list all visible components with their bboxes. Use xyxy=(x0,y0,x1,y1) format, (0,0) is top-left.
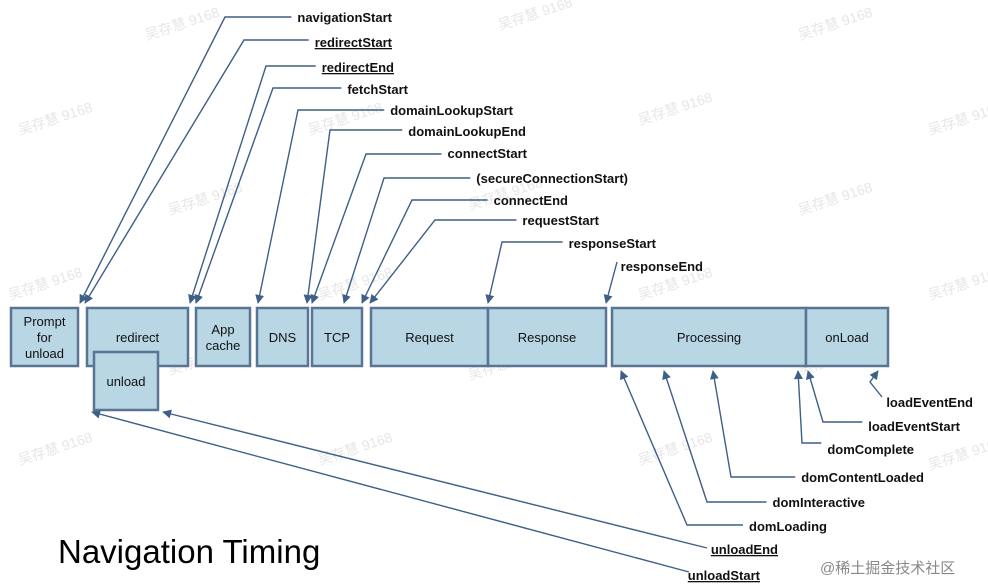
event-label-loadEventStart: loadEventStart xyxy=(868,419,960,434)
event-line-domInteractive xyxy=(662,370,767,503)
watermark-text: 吴存慧 9168 xyxy=(636,89,714,128)
connector-lines xyxy=(79,16,883,573)
event-label-connectStart: connectStart xyxy=(448,146,528,161)
phase-rect-request xyxy=(369,306,490,368)
phase-label-unload: unload xyxy=(106,374,145,389)
event-line-fetchStart xyxy=(194,87,342,304)
phase-rect-app-cache xyxy=(194,306,252,368)
event-label-unloadStart: unloadStart xyxy=(688,568,761,583)
watermark-text: 吴存慧 9168 xyxy=(16,429,94,468)
phase-rect-prompt-for-unload xyxy=(9,306,80,368)
watermark-text: 吴存慧 9168 xyxy=(166,179,244,218)
phase-label-redirect: redirect xyxy=(116,330,160,345)
phase-box-request: Request xyxy=(369,306,490,368)
event-label-requestStart: requestStart xyxy=(522,213,599,228)
event-line-domComplete xyxy=(793,370,822,444)
event-line-redirectStart xyxy=(84,39,309,304)
watermark-text: 吴存慧 9168 xyxy=(796,179,874,218)
watermark-text: 吴存慧 9168 xyxy=(316,429,394,468)
phase-rect-dns xyxy=(255,306,310,368)
event-label-domainLookupEnd: domainLookupEnd xyxy=(408,124,526,139)
phase-box-response: Response xyxy=(486,306,608,368)
event-line-domContentLoaded xyxy=(709,370,796,478)
watermark-text: 吴存慧 9168 xyxy=(306,99,384,138)
event-label-domInteractive: domInteractive xyxy=(773,495,865,510)
phase-box-processing: Processing xyxy=(610,306,808,368)
phase-label-response: Response xyxy=(518,330,577,345)
event-label-redirectStart: redirectStart xyxy=(315,35,393,50)
phase-label-app-cache: App xyxy=(211,322,234,337)
phase-label-dns: DNS xyxy=(269,330,297,345)
phase-rect-response xyxy=(486,306,608,368)
watermark-text: 吴存慧 9168 xyxy=(926,264,988,303)
phase-box-tcp: TCP xyxy=(310,306,364,368)
event-label-domContentLoaded: domContentLoaded xyxy=(801,470,924,485)
event-label-domainLookupStart: domainLookupStart xyxy=(390,103,513,118)
event-label-responseStart: responseStart xyxy=(569,236,657,251)
event-line-loadEventStart xyxy=(805,370,863,423)
watermark-text: 吴存慧 9168 xyxy=(16,99,94,138)
watermark-text: 吴存慧 9168 xyxy=(796,4,874,43)
watermark-text: 吴存慧 9168 xyxy=(926,99,988,138)
event-line-unloadEnd xyxy=(162,409,708,549)
event-line-domLoading xyxy=(620,370,743,526)
event-line-loadEventEnd xyxy=(869,370,883,398)
event-label-domLoading: domLoading xyxy=(749,519,827,534)
event-line-responseEnd xyxy=(603,261,618,304)
phase-label-tcp: TCP xyxy=(324,330,350,345)
event-line-unloadStart xyxy=(91,409,690,573)
event-line-connectStart xyxy=(310,153,442,304)
event-line-navigationStart xyxy=(79,16,292,304)
phase-label-processing: Processing xyxy=(677,330,741,345)
phase-rect-onload xyxy=(804,306,890,368)
watermark-text: 吴存慧 9168 xyxy=(6,264,84,303)
event-label-redirectEnd: redirectEnd xyxy=(322,60,394,75)
event-line-redirectEnd xyxy=(188,65,316,304)
phase-label-onload: onLoad xyxy=(825,330,868,345)
diagram-title: Navigation Timing xyxy=(58,533,320,570)
event-line-responseStart xyxy=(485,241,563,304)
phase-label-prompt-for-unload: unload xyxy=(25,346,64,361)
event-line-secureConnectionStart xyxy=(342,177,471,304)
event-label-responseEnd: responseEnd xyxy=(621,259,703,274)
phase-rect-processing xyxy=(610,306,808,368)
phase-box-onload: onLoad xyxy=(804,306,890,368)
event-label-navigationStart: navigationStart xyxy=(297,10,392,25)
watermark-text: 吴存慧 9168 xyxy=(496,0,574,33)
phase-label-prompt-for-unload: Prompt xyxy=(24,314,66,329)
event-line-domainLookupStart xyxy=(255,109,385,304)
watermark-text: 吴存慧 9168 xyxy=(143,4,221,43)
phase-label-prompt-for-unload: for xyxy=(37,330,53,345)
phase-boxes: PromptforunloadredirectunloadAppcacheDNS… xyxy=(9,306,890,412)
event-label-unloadEnd: unloadEnd xyxy=(711,542,778,557)
phase-box-unload: unload xyxy=(92,350,160,412)
phase-box-dns: DNS xyxy=(255,306,310,368)
event-label-domComplete: domComplete xyxy=(827,442,914,457)
event-line-connectEnd xyxy=(361,199,488,304)
event-label-loadEventEnd: loadEventEnd xyxy=(886,395,973,410)
event-label-fetchStart: fetchStart xyxy=(347,82,408,97)
phase-label-app-cache: cache xyxy=(206,338,241,353)
watermark-text: 吴存慧 9168 xyxy=(926,434,988,473)
footer-credit: @稀土掘金技术社区 xyxy=(820,560,955,577)
phase-rect-tcp xyxy=(310,306,364,368)
event-labels: navigationStart redirectStart redirectEnd f… xyxy=(297,10,973,583)
event-label-connectEnd: connectEnd xyxy=(494,193,568,208)
event-line-domainLookupEnd xyxy=(303,129,403,304)
phase-rect-unload xyxy=(92,350,160,412)
event-label-secureConnectionStart: (secureConnectionStart) xyxy=(476,171,628,186)
phase-label-request: Request xyxy=(405,330,454,345)
event-line-requestStart xyxy=(369,219,517,304)
